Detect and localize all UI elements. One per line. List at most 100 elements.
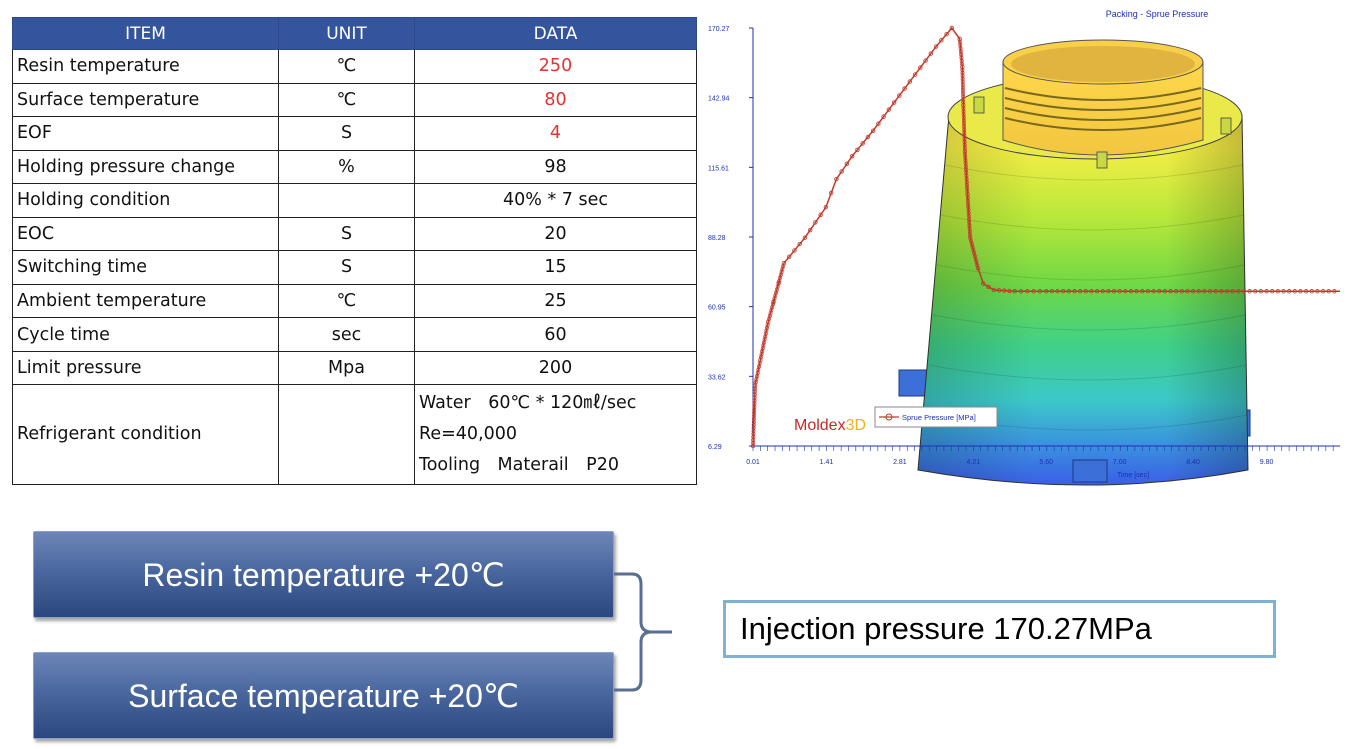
series-point xyxy=(991,287,996,293)
series-point xyxy=(1037,289,1043,294)
y-tick-label: 60.95 xyxy=(708,305,726,312)
series-point xyxy=(1111,289,1117,294)
series-point xyxy=(1309,289,1314,294)
header-data: DATA xyxy=(414,17,697,50)
series-point xyxy=(891,100,897,105)
series-point xyxy=(1157,289,1162,294)
row-unit: S xyxy=(278,216,415,252)
series-point xyxy=(828,190,834,196)
series-point xyxy=(1018,289,1024,294)
series-point xyxy=(1089,289,1094,294)
row-item: Cycle time xyxy=(12,317,279,352)
series-point xyxy=(849,153,855,159)
table-row: EOF S 4 xyxy=(12,116,697,151)
chart-title: Packing - Sprue Pressure xyxy=(1106,9,1209,19)
series-point xyxy=(757,361,762,366)
series-point xyxy=(918,65,923,70)
mold-part-model xyxy=(898,39,1251,486)
series-point xyxy=(912,72,918,77)
table-row-refrigerant: Refrigerant condition Water 60℃ * 120㎖/s… xyxy=(12,384,697,485)
x-tick-label: 8.40 xyxy=(1186,459,1200,466)
series-point xyxy=(886,107,892,112)
series-point xyxy=(881,114,886,119)
row-item: Ambient temperature xyxy=(12,283,279,319)
series-point xyxy=(933,44,939,49)
table-row: Holding condition 40% * 7 sec xyxy=(12,183,697,218)
row-unit: S xyxy=(278,116,415,151)
refrigerant-line: Tooling Materail P20 xyxy=(419,455,619,476)
row-unit xyxy=(278,183,415,218)
series-point xyxy=(996,288,1002,293)
row-data: 250 xyxy=(414,49,697,84)
y-tick-label: 170.27 xyxy=(708,26,730,33)
series-point xyxy=(960,61,964,66)
series-point xyxy=(939,38,944,43)
x-axis-label: Time [sec] xyxy=(1117,472,1149,479)
series-point xyxy=(855,147,860,152)
row-data: 60 xyxy=(414,317,697,352)
series-point xyxy=(1134,289,1139,294)
series-line xyxy=(752,26,1340,447)
moldex-logo: Moldex3D xyxy=(794,417,866,434)
series-point xyxy=(792,248,797,253)
row-item: Surface temperature xyxy=(12,82,279,118)
row-item: Refrigerant condition xyxy=(12,384,279,485)
injection-pressure-result: Injection pressure 170.27MPa xyxy=(723,600,1276,658)
series-point xyxy=(962,146,967,150)
series-point xyxy=(1270,289,1275,294)
series-point xyxy=(753,386,757,391)
series-point xyxy=(1094,289,1100,294)
series-point xyxy=(839,169,844,174)
moldex-logo-text: Moldex xyxy=(794,417,846,434)
series-point xyxy=(1140,289,1145,294)
table-row: Holding pressure change % 98 xyxy=(12,149,697,185)
row-unit: sec xyxy=(278,317,415,352)
series-point xyxy=(1007,288,1012,294)
header-item: ITEM xyxy=(12,17,279,50)
series-point xyxy=(1196,289,1201,294)
series-point xyxy=(961,100,966,105)
series-point xyxy=(1224,289,1230,294)
series-point xyxy=(1236,289,1241,294)
series-point xyxy=(1055,289,1060,294)
row-data-refrigerant: Water 60℃ * 120㎖/sec Re=40,000 Tooling M… xyxy=(414,384,697,485)
series-point xyxy=(897,93,902,98)
series-point xyxy=(786,254,792,260)
row-unit xyxy=(278,384,415,485)
row-unit: Mpa xyxy=(278,350,415,386)
table-row: Ambient temperature ℃ 25 xyxy=(12,283,697,319)
series-point xyxy=(1117,289,1122,294)
series-point xyxy=(1207,289,1213,294)
x-tick-label: 5.60 xyxy=(1039,459,1053,466)
series-point xyxy=(1145,289,1151,294)
series-point xyxy=(1012,289,1017,294)
table-row: Switching time S 15 xyxy=(12,250,697,285)
series-point xyxy=(1128,289,1134,294)
series-point xyxy=(1190,289,1196,294)
series-point xyxy=(797,241,802,247)
series-point xyxy=(1298,289,1303,294)
series-point xyxy=(1002,288,1007,293)
y-tick-label: 88.28 xyxy=(708,235,726,242)
row-data: 80 xyxy=(414,82,697,118)
row-data: 200 xyxy=(414,350,697,386)
series-point xyxy=(1077,289,1083,294)
x-tick-label: 4.21 xyxy=(967,459,981,466)
series-point xyxy=(818,212,823,217)
row-unit: S xyxy=(278,250,415,285)
series-point xyxy=(902,86,907,91)
series-point xyxy=(870,128,876,133)
series-point xyxy=(1185,289,1190,294)
series-point xyxy=(986,284,991,289)
series-point xyxy=(823,204,829,210)
surface-condition-box: Surface temperature +20℃ xyxy=(33,652,614,739)
series-point xyxy=(1060,289,1066,294)
series-point xyxy=(813,220,818,225)
series-point xyxy=(1264,289,1269,294)
series-point xyxy=(1332,289,1337,294)
legend-series-label: Sprue Pressure [MPa] xyxy=(902,413,976,422)
series-point xyxy=(1044,289,1049,294)
